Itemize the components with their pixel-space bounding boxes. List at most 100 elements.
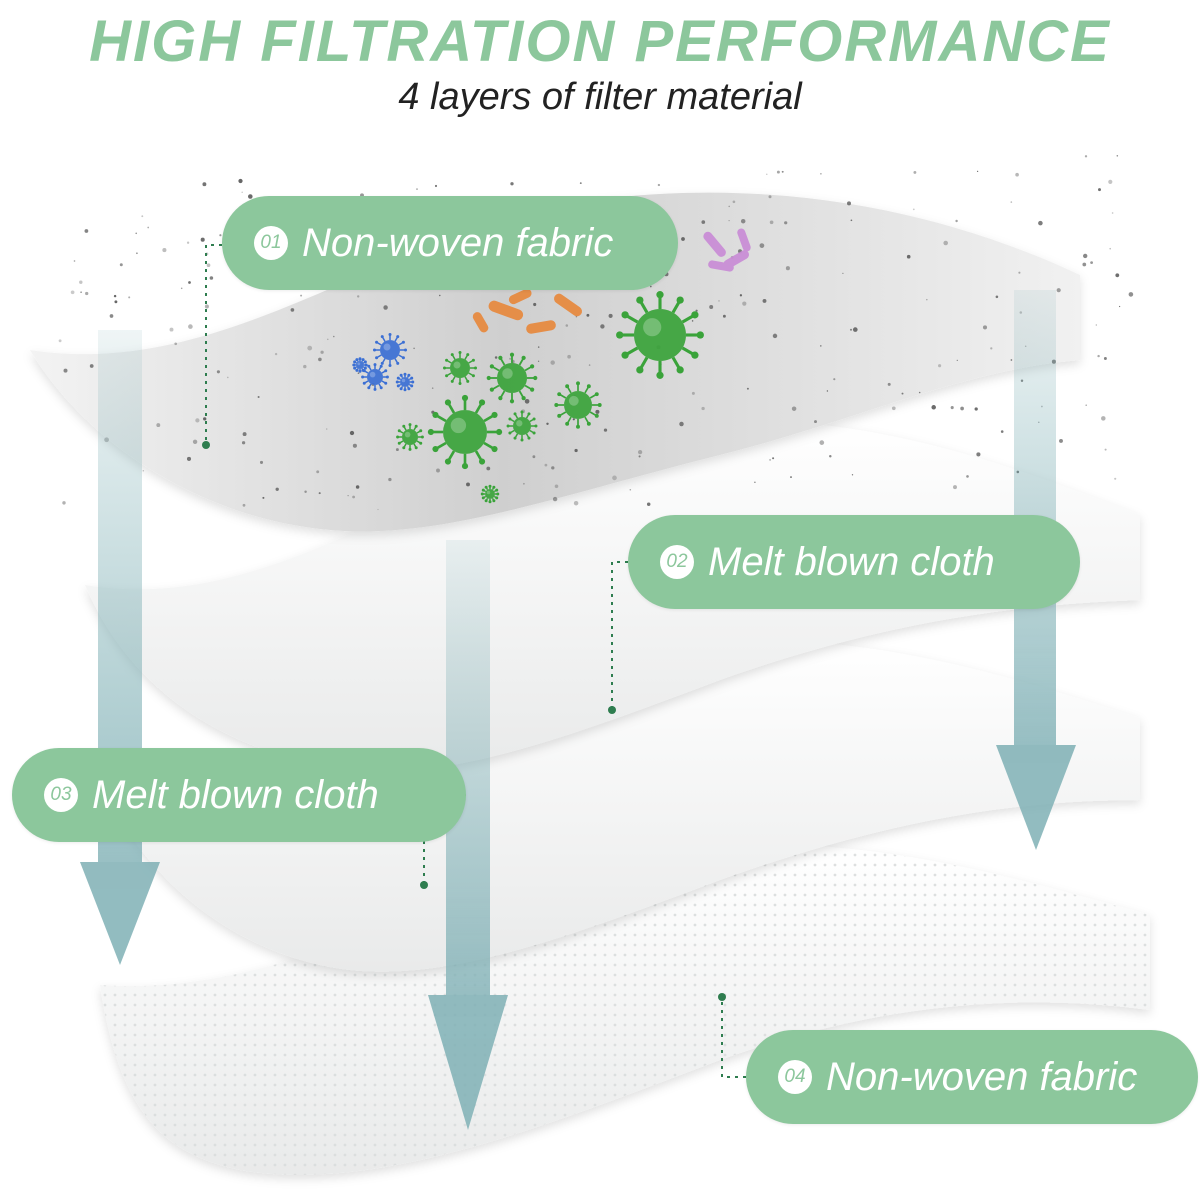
dust-speck	[691, 320, 694, 322]
dust-speck	[850, 219, 853, 222]
dust-speck	[918, 391, 921, 394]
dust-speck	[586, 313, 590, 317]
dust-speck	[679, 421, 684, 427]
virus-icon	[427, 394, 503, 470]
dust-speck	[1111, 212, 1114, 214]
layer-4-label: Non-woven fabric	[826, 1054, 1138, 1099]
layer-1-label: Non-woven fabric	[302, 220, 614, 265]
dust-speck	[416, 188, 418, 190]
dust-speck	[84, 229, 89, 233]
dust-speck	[544, 463, 548, 467]
dust-speck	[695, 309, 698, 312]
dust-speck	[701, 220, 706, 224]
virus-icon	[486, 352, 538, 404]
virus-icon	[396, 423, 424, 451]
dust-speck	[637, 449, 643, 455]
dust-speck	[608, 313, 613, 318]
layer-2-callout: 02 Melt blown cloth	[628, 515, 1080, 609]
dust-speck	[413, 347, 415, 350]
dust-speck	[89, 364, 94, 368]
dust-speck	[186, 241, 190, 244]
dust-speck	[347, 494, 349, 497]
dust-speck	[776, 170, 780, 174]
dust-speck	[554, 484, 559, 489]
dust-speck	[186, 456, 192, 461]
dust-speck	[147, 226, 150, 229]
dust-speck	[1114, 477, 1117, 480]
dust-speck	[785, 266, 790, 271]
dust-speck	[974, 407, 978, 411]
dust-speck	[304, 490, 307, 494]
dust-speck	[691, 391, 695, 395]
dust-speck	[537, 346, 540, 348]
dust-speck	[156, 423, 161, 428]
dust-speck	[377, 508, 379, 511]
dust-speck	[509, 357, 512, 360]
dust-speck	[1056, 288, 1061, 293]
dust-speck	[200, 237, 205, 242]
dust-speck	[887, 382, 891, 386]
dust-speck	[188, 281, 191, 284]
dust-speck	[262, 496, 265, 499]
dust-speck	[956, 359, 958, 362]
dust-speck	[162, 248, 167, 253]
dust-speck	[192, 439, 198, 445]
dust-speck	[62, 501, 66, 505]
layer-4-number-badge: 04	[778, 1060, 812, 1094]
dust-speck	[241, 441, 246, 445]
dust-speck	[781, 170, 784, 173]
dust-speck	[1101, 416, 1106, 421]
dust-speck	[1097, 354, 1100, 358]
dust-speck	[990, 347, 993, 350]
dust-speck	[241, 191, 243, 194]
connector-dot	[202, 441, 210, 449]
dust-speck	[1010, 201, 1013, 203]
dust-speck	[242, 503, 246, 507]
dust-speck	[352, 443, 357, 448]
dust-speck	[1085, 404, 1087, 406]
dust-speck	[1018, 271, 1021, 274]
layer-3-sheet	[95, 639, 1140, 972]
dust-speck	[960, 406, 964, 411]
dust-speck	[357, 295, 360, 298]
dust-speck	[318, 357, 322, 362]
dust-speck	[1090, 261, 1093, 264]
dust-speck	[766, 173, 768, 175]
dust-speck	[533, 302, 537, 307]
dust-speck	[550, 360, 555, 365]
dust-speck	[950, 406, 954, 410]
dust-speck	[575, 316, 577, 318]
dust-speck	[769, 220, 774, 225]
dust-speck	[595, 409, 600, 414]
dust-speck	[431, 387, 434, 389]
dust-speck	[275, 487, 279, 491]
dust-speck	[772, 333, 778, 339]
dust-speck	[966, 475, 969, 478]
dust-speck	[938, 364, 942, 368]
connector-dot	[608, 706, 616, 714]
dust-speck	[573, 500, 579, 506]
layer-4-callout: 04 Non-woven fabric	[746, 1030, 1198, 1124]
dust-speck	[769, 458, 772, 461]
dust-speck	[1010, 359, 1013, 361]
dust-speck	[784, 221, 788, 225]
layer-4-sheet	[100, 843, 1150, 1175]
dust-speck	[169, 327, 174, 332]
dust-speck	[1038, 220, 1043, 226]
dust-speck	[202, 182, 207, 187]
dust-speck	[1059, 438, 1063, 443]
dust-speck	[524, 398, 530, 404]
layer-3-number-badge: 03	[44, 778, 78, 812]
dust-speck	[657, 183, 661, 187]
layer-1-number-badge: 01	[254, 226, 288, 260]
dust-speck	[1116, 155, 1119, 157]
dust-speck	[646, 502, 651, 506]
dust-speck	[768, 195, 772, 199]
dust-speck	[486, 466, 491, 471]
dust-speck	[1082, 262, 1087, 267]
dust-speck	[532, 455, 536, 459]
dust-speck	[901, 392, 904, 395]
dust-speck	[257, 395, 260, 399]
layer-3-callout: 03 Melt blown cloth	[12, 748, 466, 842]
